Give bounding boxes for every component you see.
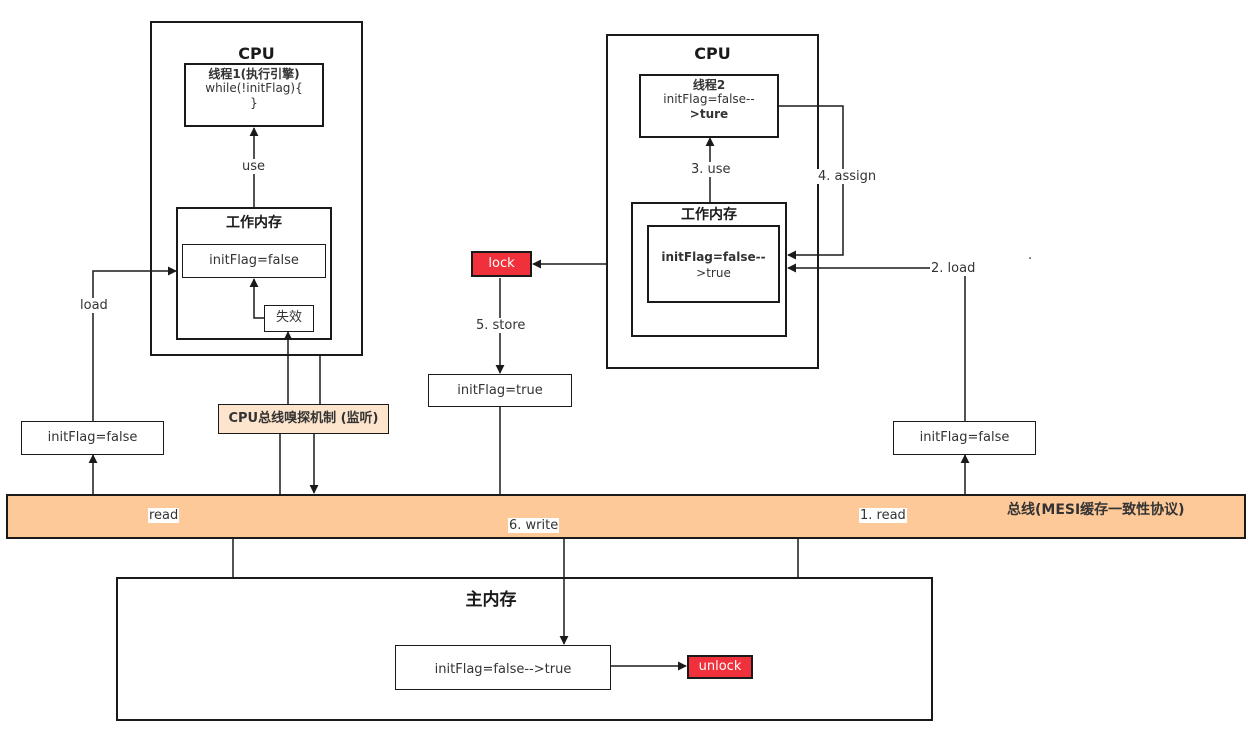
write-label: 6. write xyxy=(508,518,560,533)
cpu1-frame xyxy=(150,21,363,356)
bus-bar xyxy=(6,494,1246,539)
main-memory-frame xyxy=(116,577,933,721)
cpu2-frame xyxy=(606,34,819,369)
left-load-arrow xyxy=(92,266,177,421)
cpu2-load-label: 2. load xyxy=(930,261,977,276)
snoop-box xyxy=(218,404,389,434)
right-flag-box xyxy=(893,421,1036,455)
left-load-label: load xyxy=(79,298,109,313)
cpu1-use-label: use xyxy=(241,159,267,174)
cpu2-title: CPU xyxy=(694,44,731,63)
main-memory-title: 主内存 xyxy=(465,590,517,610)
left-flag-text: initFlag=false xyxy=(47,430,138,445)
middle-flag-text: initFlag=true xyxy=(457,383,543,398)
store-label: 5. store xyxy=(475,318,527,333)
cpu1-invalid-text: 失效 xyxy=(275,310,302,325)
cpu2-var-line2: >true xyxy=(696,266,731,280)
cpu2-thread-title: 线程2 xyxy=(692,78,726,92)
cpu1-var-text: initFlag=false xyxy=(209,253,299,268)
cpu1-thread-title: 线程1(执行引擎) xyxy=(208,67,300,81)
main-memory-flag-text: initFlag=false-->true xyxy=(434,662,572,677)
unlock-box: unlock xyxy=(687,655,753,679)
cpu2-thread-line2: >ture xyxy=(689,107,729,121)
left-flag-box xyxy=(21,421,164,455)
cpu2-thread-box xyxy=(639,74,779,138)
cpu2-working-memory xyxy=(631,202,787,337)
cpu2-thread-line1: initFlag=false-- xyxy=(663,92,755,106)
cpu2-var-line1: initFlag=false-- xyxy=(661,250,766,264)
main-memory-flag-box xyxy=(395,645,611,690)
cpu1-thread-line1: while(!initFlag){ xyxy=(205,81,303,95)
cpu2-assign-label: 4. assign xyxy=(817,169,878,184)
snoop-text: CPU总线嗅探机制 (监听) xyxy=(228,411,379,426)
bus-label: 总线(MESI缓存一致性协议) xyxy=(1007,502,1185,518)
cpu2-var-box xyxy=(647,225,780,303)
cpu1-invalid-box xyxy=(264,305,314,332)
cpu1-invalid-arrow xyxy=(249,278,265,319)
cpu1-working-memory xyxy=(176,207,332,340)
cpu1-title: CPU xyxy=(238,44,275,63)
left-read-label: read xyxy=(148,508,180,523)
cpu1-working-memory-title: 工作内存 xyxy=(226,215,282,231)
stray-dot: . xyxy=(1028,248,1033,263)
lock-box: lock xyxy=(471,251,532,277)
cpu2-working-memory-title: 工作内存 xyxy=(681,207,737,223)
cpu1-var-box xyxy=(182,244,326,278)
middle-flag-box xyxy=(428,374,572,407)
cpu1-thread-box xyxy=(184,63,324,127)
cpu1-thread-line2: } xyxy=(250,96,258,110)
right-read-label: 1. read xyxy=(859,508,907,523)
cpu2-use-label: 3. use xyxy=(690,162,732,177)
right-flag-text: initFlag=false xyxy=(919,430,1010,445)
